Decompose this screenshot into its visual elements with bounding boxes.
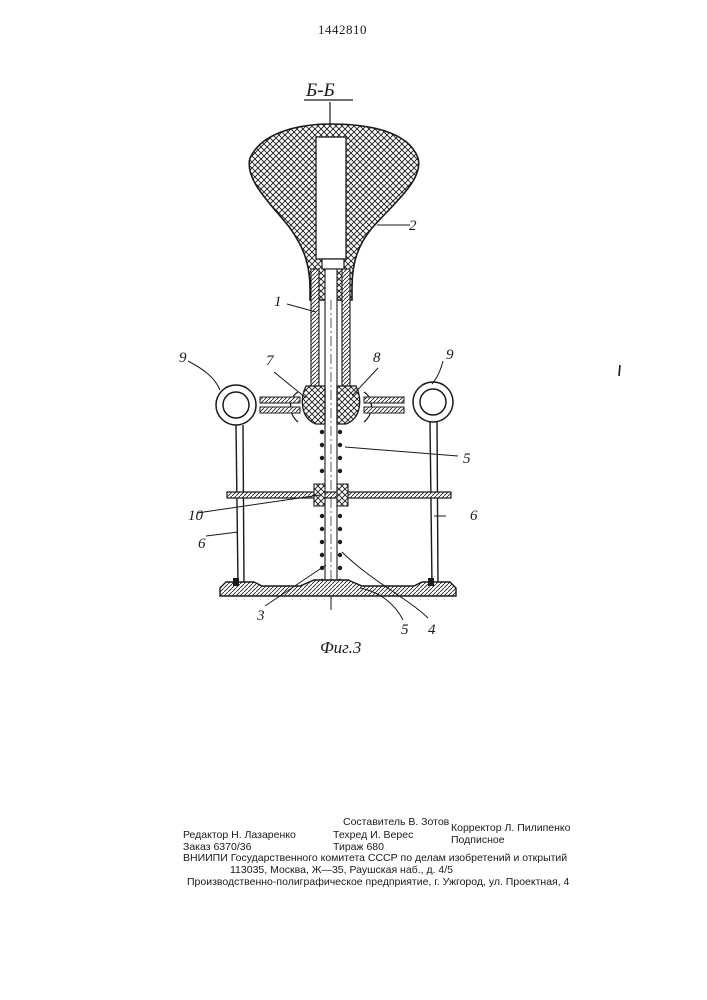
ring-left xyxy=(216,385,256,425)
imprint-techred: Техред И. Верес xyxy=(333,829,413,841)
knob-bore xyxy=(316,137,346,259)
label-part-9-left: 9 xyxy=(179,350,187,366)
label-part-6-left: 6 xyxy=(198,536,206,552)
label-part-8: 8 xyxy=(373,350,381,366)
ring-right xyxy=(413,382,453,422)
label-part-3: 3 xyxy=(256,608,265,624)
label-part-2: 2 xyxy=(409,218,417,234)
label-part-5-upper: 5 xyxy=(463,451,471,467)
bore-plug xyxy=(322,259,344,269)
figure-caption: Фиг.3 xyxy=(320,638,361,657)
label-part-1: 1 xyxy=(274,294,282,310)
base-plate xyxy=(220,580,456,596)
label-part-10: 10 xyxy=(188,508,204,524)
imprint-institute: ВНИИПИ Государственного комитета СССР по… xyxy=(183,852,567,864)
label-part-4: 4 xyxy=(428,622,436,638)
label-part-7: 7 xyxy=(266,353,275,369)
ball-joint-left xyxy=(302,386,325,424)
label-part-5-lower: 5 xyxy=(401,622,409,638)
rod-left xyxy=(236,425,238,585)
imprint-editor: Редактор Н. Лазаренко xyxy=(183,829,296,841)
imprint-corrector: Корректор Л. Пилипенко xyxy=(451,822,570,834)
imprint-compiler: Составитель В. Зотов xyxy=(343,816,449,828)
tube-wall-right xyxy=(342,269,350,387)
imprint-subscription: Подписное xyxy=(451,834,505,846)
imprint-address: 113035, Москва, Ж—35, Раушская наб., д. … xyxy=(230,864,453,876)
label-part-9-right: 9 xyxy=(446,347,454,363)
section-label: Б-Б xyxy=(305,80,335,101)
imprint-printer: Производственно-полиграфическое предприя… xyxy=(187,876,569,888)
label-part-6-right: 6 xyxy=(470,508,478,524)
tube-wall-left xyxy=(311,269,319,387)
rod-right xyxy=(430,422,432,585)
